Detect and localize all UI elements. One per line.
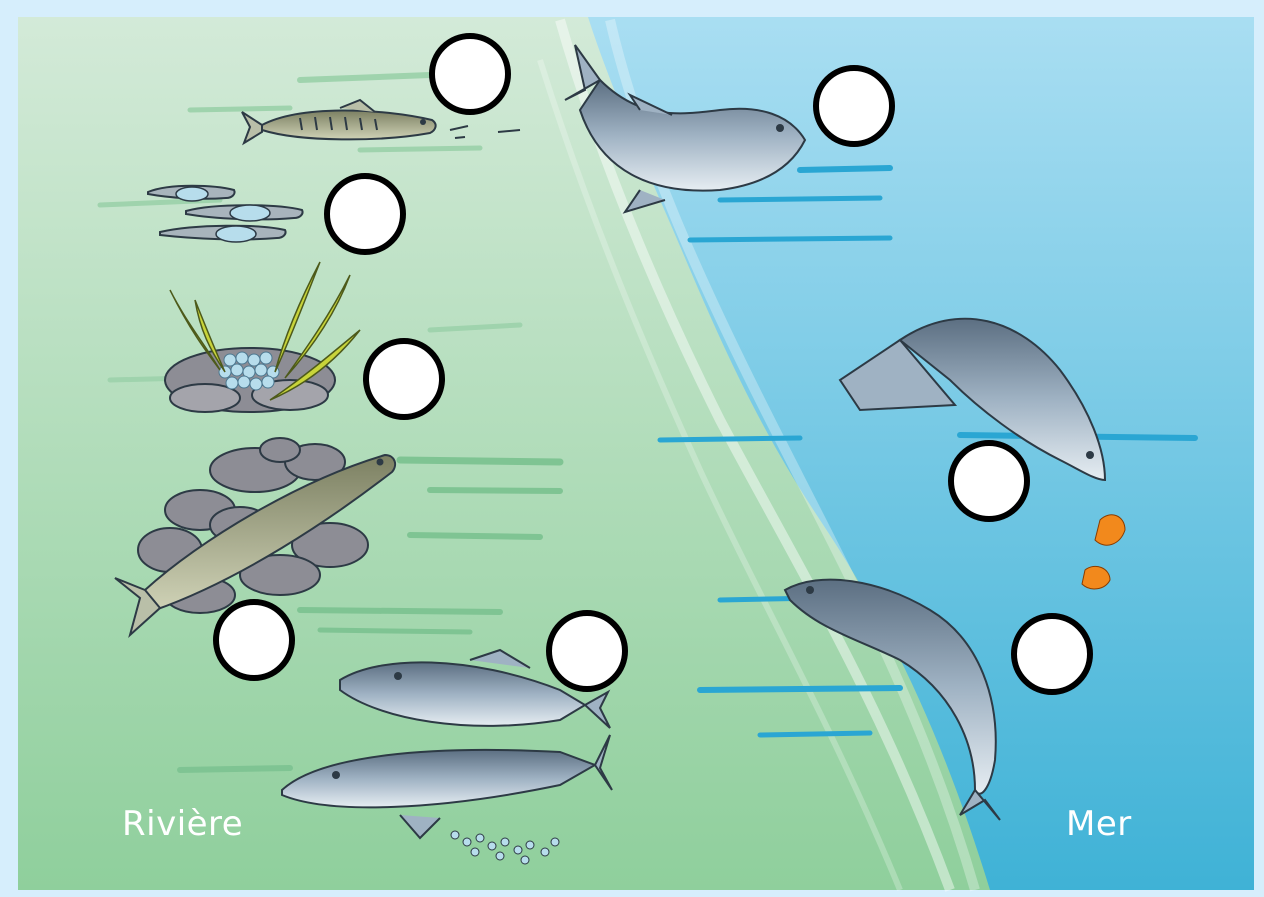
marker-fry[interactable] bbox=[432, 36, 508, 112]
sea-label: Mer bbox=[1066, 804, 1132, 844]
marker-parr[interactable] bbox=[216, 602, 292, 678]
marker-eggs[interactable] bbox=[366, 341, 442, 417]
marker-alevins[interactable] bbox=[327, 176, 403, 252]
marker-spawning-pair[interactable] bbox=[549, 613, 625, 689]
marker-return-migration[interactable] bbox=[1014, 616, 1090, 692]
river-label: Rivière bbox=[122, 804, 243, 844]
marker-smolt-sea[interactable] bbox=[816, 68, 892, 144]
marker-adult-sea[interactable] bbox=[951, 443, 1027, 519]
